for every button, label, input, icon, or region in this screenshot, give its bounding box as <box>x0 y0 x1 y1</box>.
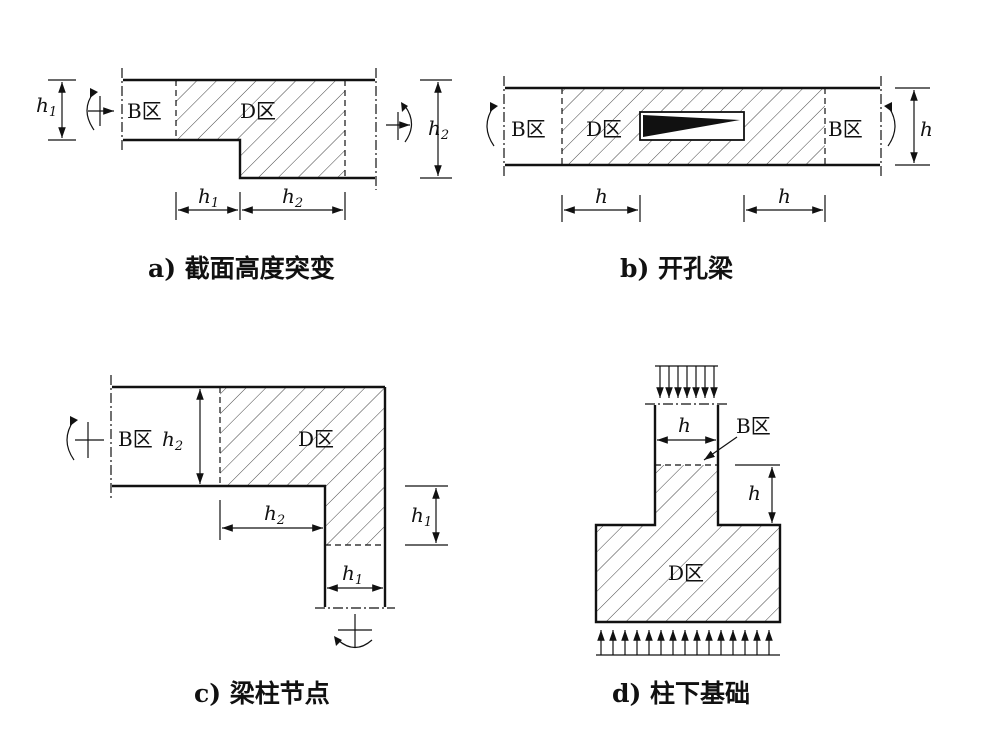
panel-b-moment-right-icon <box>884 102 896 147</box>
panel-a-region-b-label: B区 <box>127 99 162 123</box>
panel-c-dim-h2-left: h2 <box>162 427 183 454</box>
panel-a-moment-right-icon <box>386 102 413 143</box>
panel-b-region-b-left-label: B区 <box>511 117 546 141</box>
panel-c-dim-h2-bottom: h2 <box>264 501 285 528</box>
panel-a: B区 D区 h1 h2 h1 h2 <box>36 68 452 283</box>
panel-b-dim-h-mid: h <box>778 184 791 208</box>
panel-c-caption: c) 梁柱节点 <box>194 679 330 708</box>
panel-a-dim-h2-bottom: h2 <box>282 184 303 211</box>
panel-c-dim-h1-right: h1 <box>411 503 432 530</box>
panel-d-soil-reaction-icon <box>596 630 780 656</box>
panel-b-caption: b) 开孔梁 <box>620 254 733 283</box>
panel-a-region-d-label: D区 <box>240 99 276 123</box>
panel-d-d-region-hatch <box>596 465 780 622</box>
panel-a-dim-h1-left: h1 <box>36 93 57 120</box>
panel-d-dim-h-right: h <box>748 481 761 505</box>
panel-a-moment-left-icon <box>86 88 114 131</box>
panel-c-moment-left-icon <box>66 416 104 461</box>
panel-d-top-load-icon <box>655 365 718 398</box>
panel-d-leader-arrow <box>703 436 738 461</box>
panel-b-dim-h-right: h <box>920 117 933 141</box>
panel-a-dim-h2-right: h2 <box>428 116 449 143</box>
panel-b: B区 D区 B区 h h h b) 开孔梁 <box>486 76 933 283</box>
panel-b-region-d-label: D区 <box>586 117 622 141</box>
panel-d-dim-h-top: h <box>678 413 691 437</box>
panel-c-d-region-hatch <box>220 387 385 545</box>
panel-d-region-b-label: B区 <box>736 414 771 438</box>
panel-d: h B区 h D区 d) 柱下基础 <box>594 365 782 708</box>
panel-b-moment-left-icon <box>486 102 498 147</box>
panel-a-caption: a) 截面高度突变 <box>148 254 335 283</box>
panel-a-dim-h1-bottom: h1 <box>198 184 219 211</box>
panel-b-dim-h-left: h <box>595 184 608 208</box>
panel-d-region-d-label: D区 <box>668 561 704 585</box>
panel-d-caption: d) 柱下基础 <box>612 679 750 708</box>
panel-c-region-d-label: D区 <box>298 427 334 451</box>
panel-c: B区 h2 D区 h2 h1 h1 c) 梁柱节点 <box>66 375 448 708</box>
panel-c-moment-bottom-icon <box>334 614 373 649</box>
panel-b-region-b-right-label: B区 <box>828 117 863 141</box>
panel-c-region-b-label: B区 <box>118 427 153 451</box>
panel-b-opening-shading <box>643 115 740 137</box>
panel-c-dim-h1-bottom: h1 <box>342 561 363 588</box>
panel-a-d-region-hatch <box>176 80 345 178</box>
